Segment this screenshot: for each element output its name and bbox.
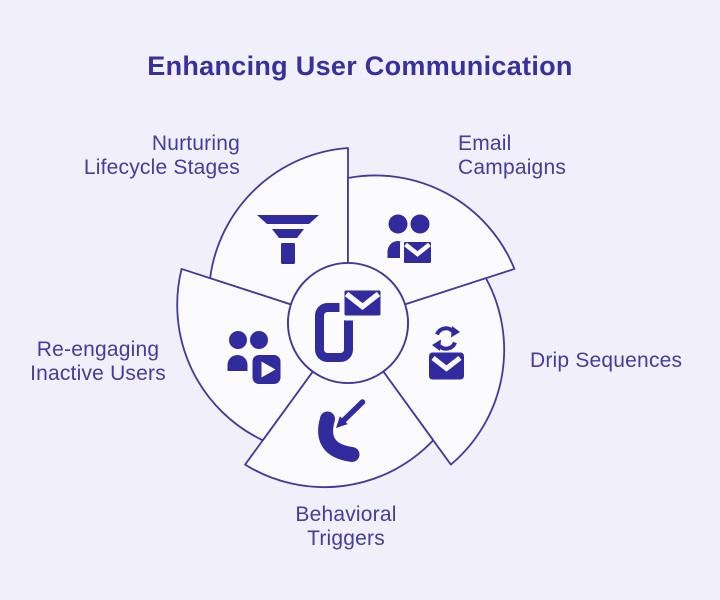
label-drip-sequences: Drip Sequences [530, 349, 682, 373]
label-nurturing-lifecycle-stages: Nurturing Lifecycle Stages [0, 132, 240, 180]
phone-email-icon [315, 285, 386, 362]
label-line: Campaigns [458, 156, 567, 179]
label-line: Behavioral [295, 503, 397, 526]
label-behavioral-triggers: Behavioral Triggers [246, 503, 446, 551]
refresh-arrowhead [451, 326, 460, 338]
phone-handset [318, 411, 360, 462]
funnel-stem [281, 243, 295, 264]
play-triangle [261, 361, 276, 378]
label-line: Re-engaging [36, 338, 160, 361]
label-line: Drip Sequences [530, 349, 683, 372]
envelope-flap [344, 291, 381, 310]
label-re-engaging-inactive-users: Re-engaging Inactive Users [0, 338, 196, 386]
arrow-head [336, 416, 348, 428]
funnel-filter-icon [257, 215, 319, 264]
envelope-flap [404, 242, 431, 257]
users-video-icon [227, 331, 285, 388]
user-head [410, 214, 430, 234]
label-line: Lifecycle Stages [83, 156, 240, 179]
incoming-call-icon [318, 399, 366, 462]
user-body [227, 355, 248, 371]
users-email-icon [387, 214, 435, 267]
envelope-flap [431, 356, 462, 372]
user-head [388, 214, 408, 234]
phone-body [315, 303, 353, 362]
funnel-mid-band [272, 229, 304, 238]
label-line: Email [458, 132, 512, 155]
user-head [250, 331, 268, 349]
arrow-shaft [339, 399, 366, 425]
funnel-top-band [257, 215, 319, 224]
page-title: Enhancing User Communication [147, 51, 573, 81]
label-line: Nurturing [151, 132, 240, 155]
label-email-campaigns: Email Campaigns [458, 132, 566, 180]
label-line: Inactive Users [30, 362, 166, 385]
refresh-arc [435, 326, 454, 336]
user-head [229, 331, 247, 349]
refresh-arc [438, 341, 457, 351]
email-refresh-icon [429, 326, 464, 380]
refresh-arrowhead [432, 339, 441, 351]
label-line: Triggers [307, 527, 385, 550]
